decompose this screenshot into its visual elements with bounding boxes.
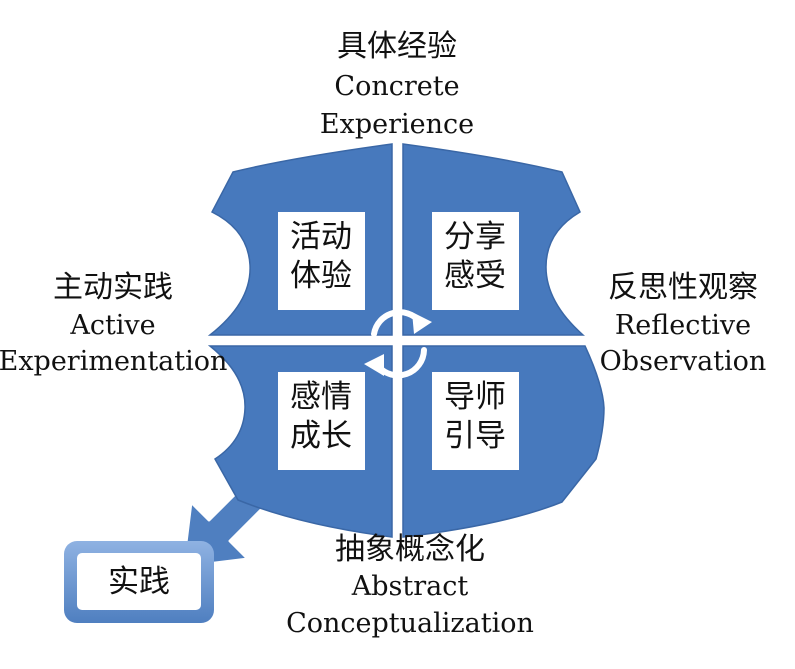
- box-bottom-right: [432, 372, 519, 470]
- quadrant-group: [207, 143, 605, 538]
- box-top-right-line2: 感受: [444, 258, 506, 294]
- stage-label-left-en-2: Experimentation: [0, 346, 227, 377]
- box-bottom-left-line1: 感情: [290, 379, 352, 415]
- practice-badge-label: 实践: [108, 564, 170, 600]
- stage-label-bottom-en-1: Abstract: [351, 571, 469, 602]
- stage-label-right-en-2: Observation: [600, 346, 767, 377]
- stage-label-top-en-1: Concrete: [334, 71, 459, 102]
- stage-label-left-en-1: Active: [69, 310, 155, 341]
- stage-label-bottom: 抽象概念化 Abstract Conceptualization: [286, 532, 534, 639]
- stage-label-left-zh: 主动实践: [53, 270, 173, 305]
- stage-label-top-zh: 具体经验: [337, 29, 457, 64]
- practice-badge-inner: [77, 553, 201, 610]
- stage-label-top: 具体经验 Concrete Experience: [320, 29, 474, 140]
- box-bottom-left-line2: 成长: [290, 418, 352, 454]
- box-top-left-line1: 活动: [290, 219, 352, 255]
- box-top-right-line1: 分享: [444, 219, 506, 255]
- box-bottom-right-line2: 引导: [444, 418, 506, 454]
- cycle-arrows-icon: [364, 309, 432, 379]
- stage-label-bottom-en-2: Conceptualization: [286, 608, 534, 639]
- practice-badge: 实践: [64, 541, 214, 623]
- stage-label-bottom-zh: 抽象概念化: [335, 532, 485, 567]
- box-top-right: [432, 212, 519, 310]
- cycle-arrow-bottom-head: [364, 354, 384, 376]
- stage-label-right-zh: 反思性观察: [608, 270, 758, 305]
- cycle-arrow-top-head: [412, 312, 432, 334]
- box-bottom-right-line1: 导师: [444, 379, 506, 415]
- stage-label-top-en-2: Experience: [320, 109, 474, 140]
- box-top-left: [278, 212, 365, 310]
- box-top-left-line2: 体验: [290, 258, 352, 294]
- stage-label-left: 主动实践 Active Experimentation: [0, 270, 227, 377]
- stage-label-right: 反思性观察 Reflective Observation: [600, 270, 767, 377]
- box-bottom-left: [278, 372, 365, 470]
- stage-label-right-en-1: Reflective: [615, 310, 751, 341]
